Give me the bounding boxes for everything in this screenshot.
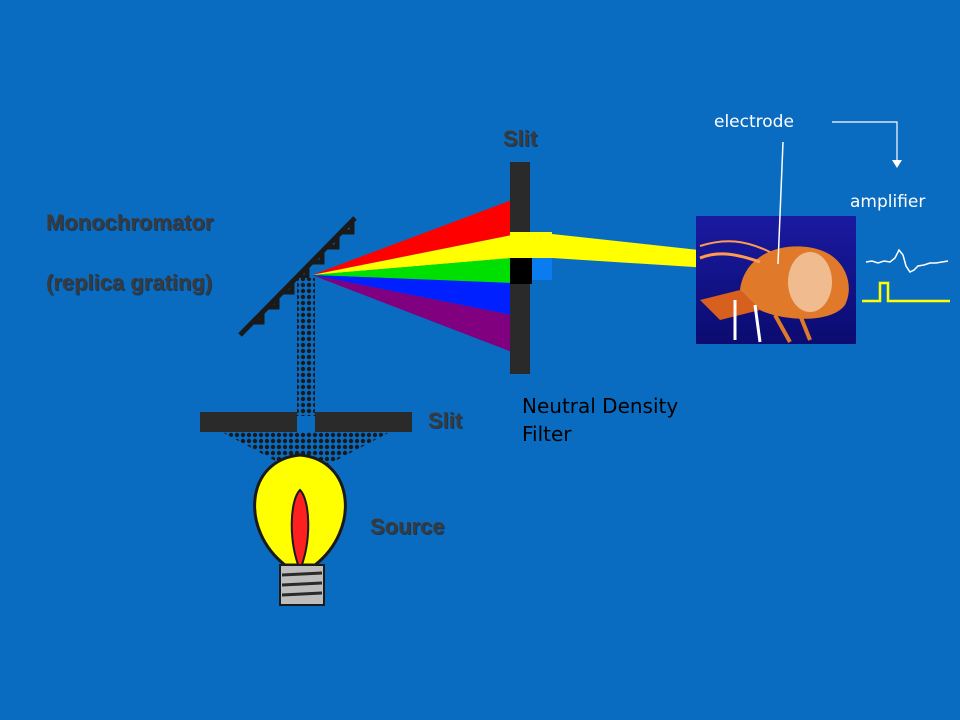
- nd-filter-label-line1: Neutral Density: [522, 394, 679, 418]
- electrode-wire: [777, 141, 784, 265]
- purple-band: [312, 275, 512, 352]
- nd-filter-label-line2: Filter: [522, 422, 572, 446]
- replica-grating: [238, 216, 357, 337]
- source-label: Source: [370, 514, 445, 539]
- dotted-light-column: [297, 278, 315, 416]
- stimulus-pulse: [862, 281, 950, 303]
- beam-through-slit: [510, 232, 552, 258]
- slit-top-label: Slit: [503, 126, 538, 151]
- crayfish-photo: [696, 216, 856, 344]
- green-band: [312, 258, 512, 283]
- light-bulb-icon: [253, 453, 347, 606]
- amplifier-arrow-line: [832, 121, 898, 160]
- slit-opening: [510, 258, 532, 284]
- red-band: [312, 200, 512, 275]
- dotted-light-cone: [222, 432, 390, 470]
- spectrum-fan: [312, 200, 512, 352]
- slit-bottom-right: [315, 412, 412, 432]
- electrode-label: electrode: [714, 112, 794, 132]
- monochromator-label: Monochromator: [46, 210, 214, 235]
- slit-bottom-left: [200, 412, 297, 432]
- amplifier-arrow-head: [892, 160, 902, 168]
- amplifier-label: amplifier: [850, 192, 926, 212]
- response-trace: [865, 248, 949, 273]
- yellow-band: [312, 235, 512, 275]
- nd-filter-blue-patch: [532, 258, 552, 280]
- slit-bottom-label: Slit: [428, 408, 463, 433]
- replica-grating-label: (replica grating): [46, 270, 213, 295]
